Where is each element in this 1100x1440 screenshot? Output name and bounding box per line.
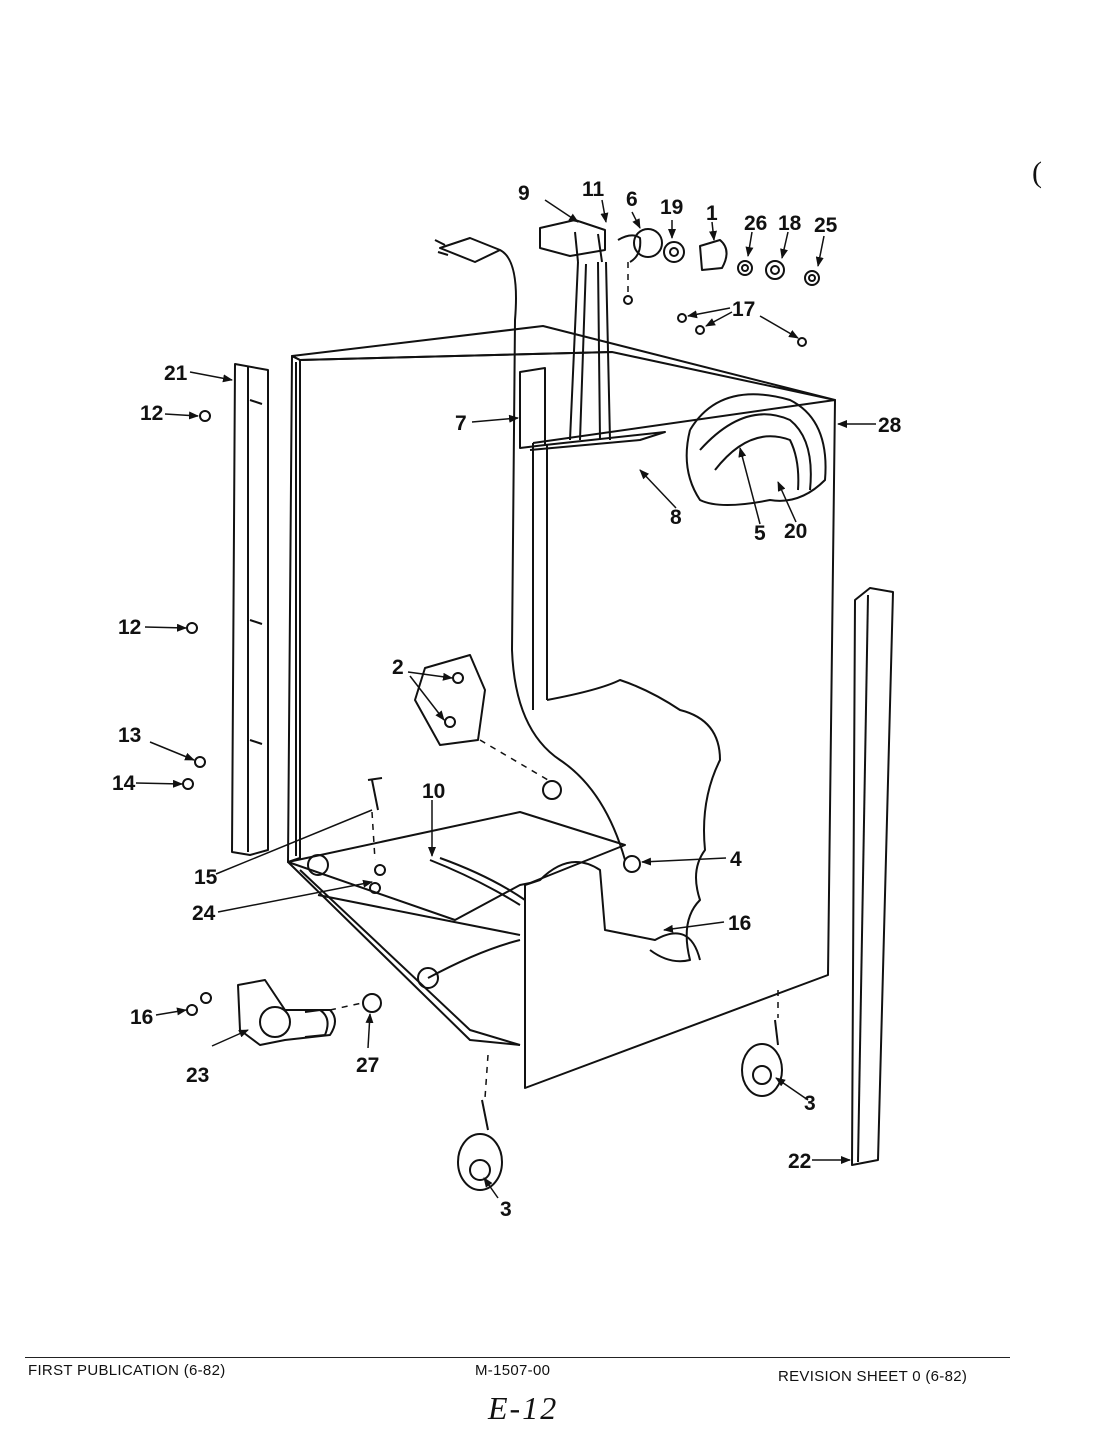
caster-rear <box>741 1019 783 1097</box>
callout-21: 21 <box>164 362 188 385</box>
leader-lines <box>135 199 876 1199</box>
footer-revision-sheet: REVISION SHEET 0 (6-82) <box>778 1368 968 1385</box>
corner-mark: ( <box>1032 156 1042 189</box>
callout-26: 26 <box>744 212 767 235</box>
callout-labels: 9 11 6 19 1 26 18 25 17 21 12 7 28 8 5 2… <box>112 178 902 1221</box>
callout-13: 13 <box>118 724 141 747</box>
callout-11: 11 <box>582 178 605 201</box>
callout-15: 15 <box>194 866 218 889</box>
callout-23: 23 <box>186 1064 209 1087</box>
callout-14: 14 <box>112 772 136 795</box>
callout-3: 3 <box>804 1092 816 1115</box>
callout-7: 7 <box>455 412 467 435</box>
right-trim-strip <box>851 587 894 1166</box>
callout-18: 18 <box>778 212 802 235</box>
alignment-lines <box>329 262 779 1099</box>
callout-25: 25 <box>814 214 838 237</box>
callout-3: 3 <box>500 1198 512 1221</box>
callout-8: 8 <box>670 506 682 529</box>
footer-document-number: M-1507-00 <box>475 1362 551 1379</box>
callout-1: 1 <box>706 202 718 225</box>
left-trim-strip <box>231 363 269 856</box>
callout-12: 12 <box>140 402 163 425</box>
footer-rule <box>25 1357 1010 1358</box>
callout-20: 20 <box>784 520 807 543</box>
power-cord <box>434 237 626 861</box>
screws <box>182 295 807 811</box>
footer-first-publication: FIRST PUBLICATION (6-82) <box>28 1362 226 1379</box>
callout-28: 28 <box>878 414 902 437</box>
base-fittings <box>307 780 641 989</box>
caster-front <box>457 1099 503 1191</box>
callout-12: 12 <box>118 616 141 639</box>
control-knobs <box>633 228 820 286</box>
footer-handwritten-page-number: E-12 <box>488 1390 559 1426</box>
callout-22: 22 <box>788 1150 811 1173</box>
washer-27 <box>362 993 382 1013</box>
callout-6: 6 <box>626 188 638 211</box>
terminal-block <box>539 219 642 441</box>
callout-10: 10 <box>422 780 445 803</box>
pump-motor-assembly <box>186 979 336 1046</box>
callout-5: 5 <box>754 522 766 545</box>
callout-4: 4 <box>730 848 742 871</box>
callout-24: 24 <box>192 902 216 925</box>
callout-16: 16 <box>130 1006 153 1029</box>
callout-27: 27 <box>356 1054 379 1077</box>
callout-9: 9 <box>518 182 530 205</box>
callout-19: 19 <box>660 196 683 219</box>
cabinet-frame <box>287 325 836 1089</box>
callout-16: 16 <box>728 912 751 935</box>
callout-17: 17 <box>732 298 755 321</box>
callout-2: 2 <box>392 656 404 679</box>
